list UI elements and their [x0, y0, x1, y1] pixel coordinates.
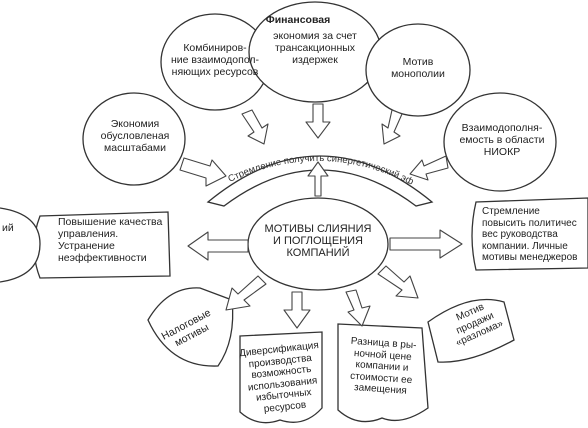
managers-label: Стремление повысить политичес вес руково… [482, 206, 578, 263]
price-gap-shape [337, 323, 429, 423]
arrow-center-to-arc [307, 161, 329, 197]
price-gap-label: Разница в ры- ночной цене компании и сто… [349, 335, 417, 397]
scale-economy-bubble [82, 92, 186, 186]
arrow-rnd-to-arc [409, 155, 449, 181]
arrow-center-to-tax [225, 275, 267, 311]
managers-motives-box [471, 197, 588, 271]
rnd-label: Взаимодополня- емость в области НИОКР [459, 122, 545, 158]
center-title: МОТИВЫ СЛИЯНИЯ И ПОГЛОЩЕНИЯ КОМПАНИЙ [264, 223, 372, 259]
arrow-center-to-left [187, 231, 249, 261]
synergy-arc-band [206, 155, 434, 207]
tax-motives-shape [147, 287, 234, 367]
left-edge-bubble [0, 207, 41, 283]
rnd-complementarity-bubble [443, 92, 557, 192]
arrow-scale-to-arc [179, 157, 227, 187]
financial-title: Финансовая [265, 14, 331, 26]
diversification-shape [239, 331, 323, 424]
monopoly-label: Мотив монополии [391, 56, 445, 80]
left-edge-fragment: ий [2, 222, 14, 234]
financial-body: экономия за счет трансакционных издержек [273, 30, 357, 66]
arrow-center-to-sell [377, 265, 419, 299]
diversification-label: Диверсификация производства возможность … [238, 340, 320, 415]
arrow-center-to-price-gap [345, 289, 371, 327]
monopoly-motive-bubble [365, 23, 471, 117]
management-label: Повышение качества управления. Устранени… [58, 216, 163, 264]
scale-label: Экономия обусловленая масштабами [100, 118, 170, 154]
arrow-center-to-right [389, 229, 463, 259]
arrow-financial-to-arc [305, 103, 331, 139]
arrow-monopoly-to-arc [381, 109, 403, 145]
combining-label: Комбиниров- ние взаимодопол- няющих ресу… [170, 42, 260, 78]
sell-motive-shape [427, 298, 515, 363]
arrow-combining-to-arc [241, 109, 269, 145]
arrow-center-to-diversification [283, 291, 311, 329]
